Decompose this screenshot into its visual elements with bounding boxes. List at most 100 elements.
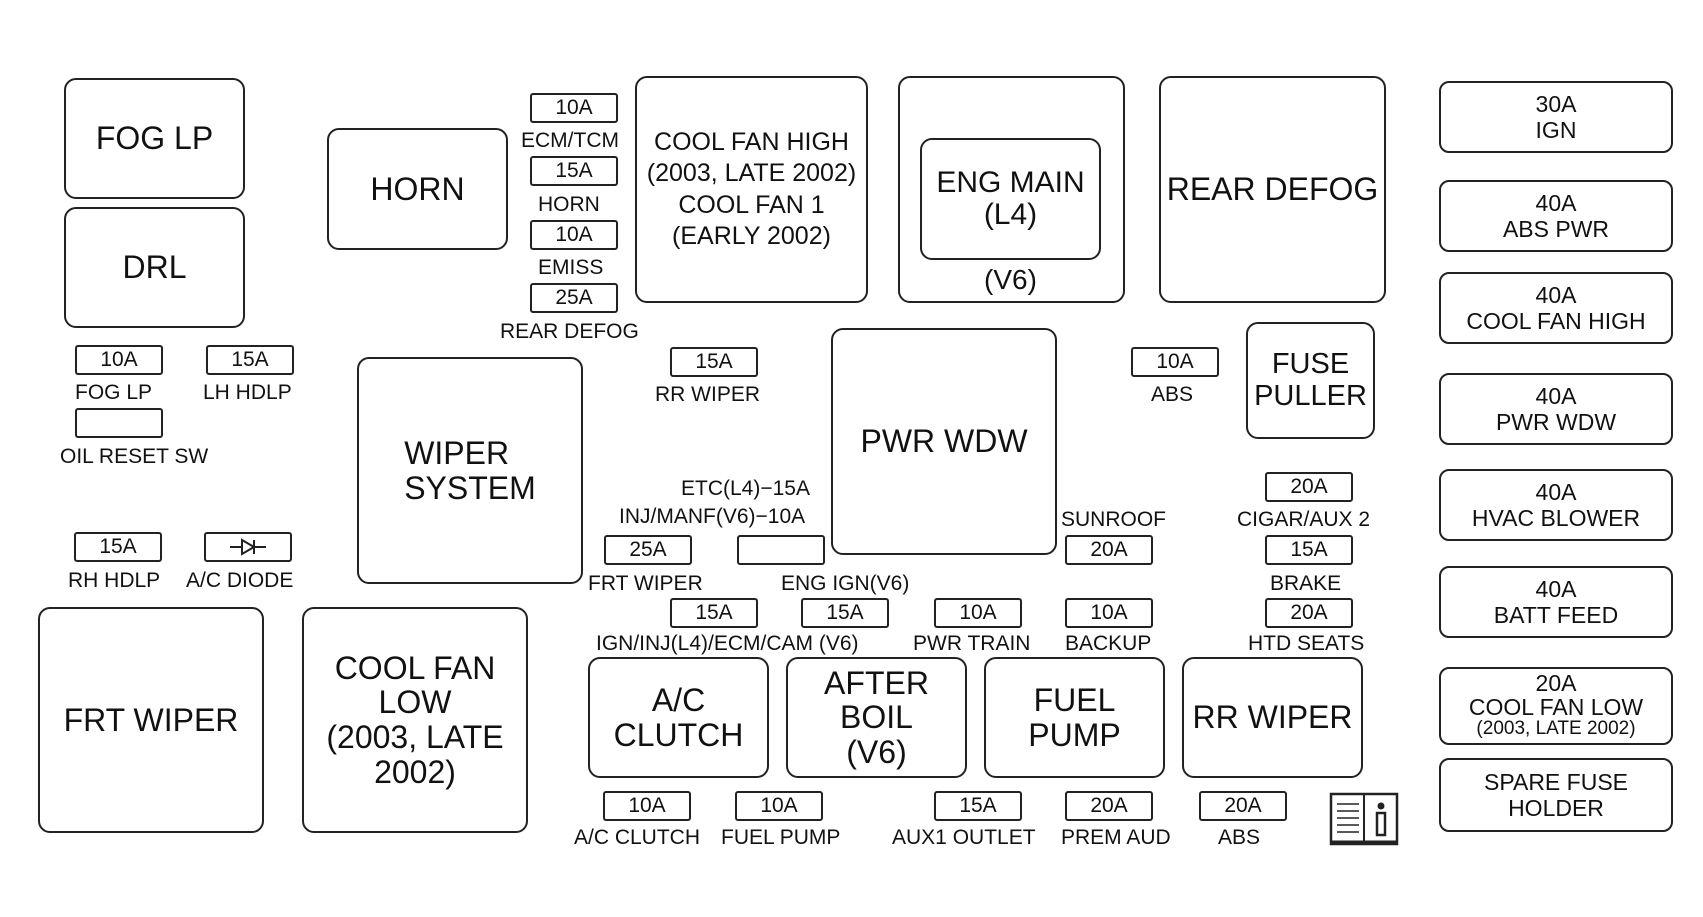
eng-ign-label: ENG IGN(V6) — [781, 572, 910, 595]
relay-eng-main-v6-label: (V6) — [984, 264, 1037, 295]
spare-fuse-holder-line2: HOLDER — [1508, 795, 1604, 821]
fuse-brake-amp: 15A — [1290, 538, 1328, 561]
fuse-lh-hdlp: 15A — [206, 345, 294, 375]
fuse-ac-clutch-amp: 10A — [628, 794, 666, 817]
fuse-backup-amp: 10A — [1090, 601, 1128, 624]
relay-fog-lp: FOG LP — [64, 78, 245, 199]
maxi-fuse-name: IGN — [1535, 117, 1577, 143]
fuse-eng-ign: 15A — [801, 598, 889, 628]
fuse-fog-lp-label: FOG LP — [75, 381, 153, 404]
fuse-prem-aud: 20A — [1065, 791, 1153, 821]
relay-horn: HORN — [327, 128, 508, 250]
maxi-fuse-amp: 40A — [1535, 575, 1577, 602]
maxi-fuse-name: ABS PWR — [1502, 216, 1610, 242]
maxi-fuse-hvac-blower: 40A HVAC BLOWER — [1439, 469, 1673, 541]
fuse-frt-wiper-label: FRT WIPER — [588, 572, 703, 595]
maxi-fuse-batt-feed: 40A BATT FEED — [1439, 566, 1673, 638]
relay-eng-main-inner-label: ENG MAIN (L4) — [936, 165, 1085, 231]
fuse-rh-hdlp: 15A — [74, 532, 162, 562]
fuse-horn: 15A — [530, 156, 618, 186]
relay-ac-clutch-label: A/C CLUTCH — [613, 681, 744, 753]
fuse-horn-amp: 15A — [555, 159, 593, 182]
fuse-aux1-outlet-label: AUX1 OUTLET — [892, 826, 1036, 849]
relay-cool-fan-high-label: COOL FAN HIGH (2003, LATE 2002) COOL FAN… — [646, 128, 857, 250]
fuse-rear-defog-amp: 25A — [555, 286, 593, 309]
fuse-frt-wiper-amp: 25A — [629, 538, 667, 561]
fuse-abs-bottom: 20A — [1199, 791, 1287, 821]
fuse-rr-wiper-label: RR WIPER — [655, 383, 760, 406]
relay-drl-label: DRL — [122, 249, 187, 286]
fuse-aux1-outlet: 15A — [934, 791, 1022, 821]
relay-frt-wiper: FRT WIPER — [38, 607, 264, 833]
relay-rr-wiper: RR WIPER — [1182, 657, 1363, 778]
inj-manf-label: INJ/MANF(V6)−10A — [619, 505, 806, 528]
fuse-cigar-aux2: 20A — [1265, 472, 1353, 502]
fuse-abs-top-label: ABS — [1151, 383, 1194, 406]
fuse-ecm-tcm-label: ECM/TCM — [521, 129, 619, 152]
fuse-brake-label: BRAKE — [1270, 572, 1342, 595]
relay-pwr-wdw: PWR WDW — [831, 328, 1057, 555]
fuse-rh-hdlp-amp: 15A — [99, 535, 137, 558]
fuse-oil-reset-sw — [75, 408, 163, 438]
fuse-emiss: 10A — [530, 220, 618, 250]
fuse-lh-hdlp-label: LH HDLP — [203, 381, 292, 404]
relay-pwr-wdw-label: PWR WDW — [860, 423, 1028, 460]
relay-rear-defog-label: REAR DEFOG — [1166, 171, 1379, 208]
fuse-ecm-tcm: 10A — [530, 93, 618, 123]
fuse-emiss-label: EMISS — [538, 256, 604, 279]
fuse-abs-top-amp: 10A — [1156, 350, 1194, 373]
fuse-ac-diode — [204, 532, 292, 562]
fuse-ac-clutch-label: A/C CLUTCH — [574, 826, 701, 849]
fuse-sunroof-label: SUNROOF — [1061, 508, 1166, 531]
relay-cool-fan-low-label: COOL FAN LOW (2003, LATE 2002) — [326, 649, 504, 790]
spare-fuse-holder: SPARE FUSE HOLDER — [1439, 758, 1673, 832]
maxi-fuse-amp: 40A — [1535, 189, 1577, 216]
relay-cool-fan-low: COOL FAN LOW (2003, LATE 2002) — [302, 607, 528, 833]
fuse-puller: FUSE PULLER — [1246, 322, 1375, 439]
fuse-brake: 15A — [1265, 535, 1353, 565]
maxi-fuse-amp: 30A — [1535, 90, 1577, 117]
fuse-ign-inj-label: IGN/INJ(L4)/ECM/CAM (V6) — [596, 632, 859, 655]
fuse-puller-label: FUSE PULLER — [1254, 348, 1367, 412]
book-info-icon — [1329, 792, 1399, 846]
fuse-fuel-pump-label: FUEL PUMP — [721, 826, 841, 849]
fuse-pwr-train-amp: 10A — [959, 601, 997, 624]
fuse-cigar-aux2-amp: 20A — [1290, 475, 1328, 498]
spare-fuse-holder-line1: SPARE FUSE — [1484, 768, 1628, 795]
fuse-frt-wiper: 25A — [604, 535, 692, 565]
maxi-fuse-abs-pwr: 40A ABS PWR — [1439, 180, 1673, 252]
fuse-htd-seats: 20A — [1265, 598, 1353, 628]
fuse-rh-hdlp-label: RH HDLP — [68, 569, 161, 592]
relay-after-boil-label: AFTER BOIL (V6) — [824, 664, 929, 770]
fuse-pwr-train: 10A — [934, 598, 1022, 628]
relay-rear-defog: REAR DEFOG — [1159, 76, 1386, 303]
fuse-prem-aud-amp: 20A — [1090, 794, 1128, 817]
maxi-fuse-name: PWR WDW — [1495, 409, 1617, 435]
maxi-fuse-name: HVAC BLOWER — [1471, 505, 1641, 531]
fuse-rr-wiper: 15A — [670, 347, 758, 377]
etc-label: ETC(L4)−15A — [681, 477, 810, 500]
relay-rr-wiper-label: RR WIPER — [1192, 699, 1353, 736]
relay-after-boil: AFTER BOIL (V6) — [786, 657, 967, 778]
relay-wiper-system: WIPER SYSTEM — [357, 357, 583, 584]
maxi-fuse-name: COOL FAN LOW — [1468, 693, 1644, 720]
relay-fog-lp-label: FOG LP — [95, 120, 214, 157]
relay-drl: DRL — [64, 207, 245, 328]
maxi-fuse-amp: 40A — [1535, 382, 1577, 409]
maxi-fuse-sub: (2003, LATE 2002) — [1476, 718, 1636, 740]
relay-cool-fan-high: COOL FAN HIGH (2003, LATE 2002) COOL FAN… — [635, 76, 868, 303]
fuse-cigar-aux2-label: CIGAR/AUX 2 — [1237, 508, 1371, 531]
fuse-ac-clutch: 10A — [603, 791, 691, 821]
fuse-emiss-amp: 10A — [555, 223, 593, 246]
fuse-sunroof: 20A — [1065, 535, 1153, 565]
maxi-fuse-cool-fan-low: 20A COOL FAN LOW (2003, LATE 2002) — [1439, 667, 1673, 745]
fuse-fuel-pump: 10A — [735, 791, 823, 821]
fuse-lh-hdlp-amp: 15A — [231, 348, 269, 371]
fuse-oil-reset-sw-label: OIL RESET SW — [60, 445, 209, 468]
maxi-fuse-pwr-wdw: 40A PWR WDW — [1439, 373, 1673, 445]
fuse-htd-seats-label: HTD SEATS — [1248, 632, 1365, 655]
fuse-ign-inj: 15A — [670, 598, 758, 628]
maxi-fuse-name: BATT FEED — [1493, 602, 1619, 628]
relay-wiper-system-label: WIPER SYSTEM — [404, 434, 536, 506]
